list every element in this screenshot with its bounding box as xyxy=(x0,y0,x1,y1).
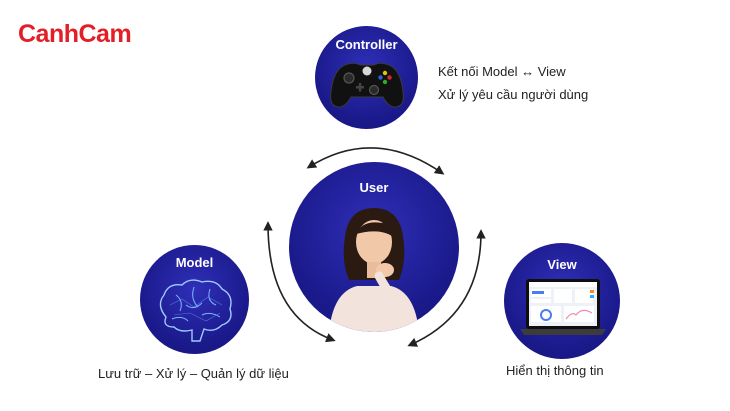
model-circle: Model xyxy=(140,245,249,354)
brain-icon xyxy=(159,279,232,342)
laptop-dashboard-icon xyxy=(520,279,606,335)
controller-description: Kết nối Model ↔ View Xử lý yêu cầu người… xyxy=(438,60,588,106)
arrow-controller-user xyxy=(306,147,445,175)
view-circle: View xyxy=(504,243,620,359)
controller-title: Controller xyxy=(335,37,398,52)
controller-circle: Controller xyxy=(315,26,418,129)
controller-desc-line-1: Kết nối Model ↔ View xyxy=(438,64,566,79)
view-title: View xyxy=(547,257,577,272)
user-title: User xyxy=(359,180,389,195)
arrow-model-user xyxy=(263,221,336,343)
arrow-view-user xyxy=(407,229,486,347)
thinking-person-illustration xyxy=(329,208,419,332)
model-description: Lưu trữ – Xử lý – Quản lý dữ liệu xyxy=(98,366,289,381)
user-circle: User xyxy=(289,162,459,332)
controller-desc-line-2: Xử lý yêu cầu người dùng xyxy=(438,87,589,102)
brand-logo: CanhCam xyxy=(18,20,132,48)
gamepad-icon xyxy=(330,62,404,108)
view-description: Hiển thị thông tin xyxy=(506,363,604,378)
model-title: Model xyxy=(175,255,214,270)
